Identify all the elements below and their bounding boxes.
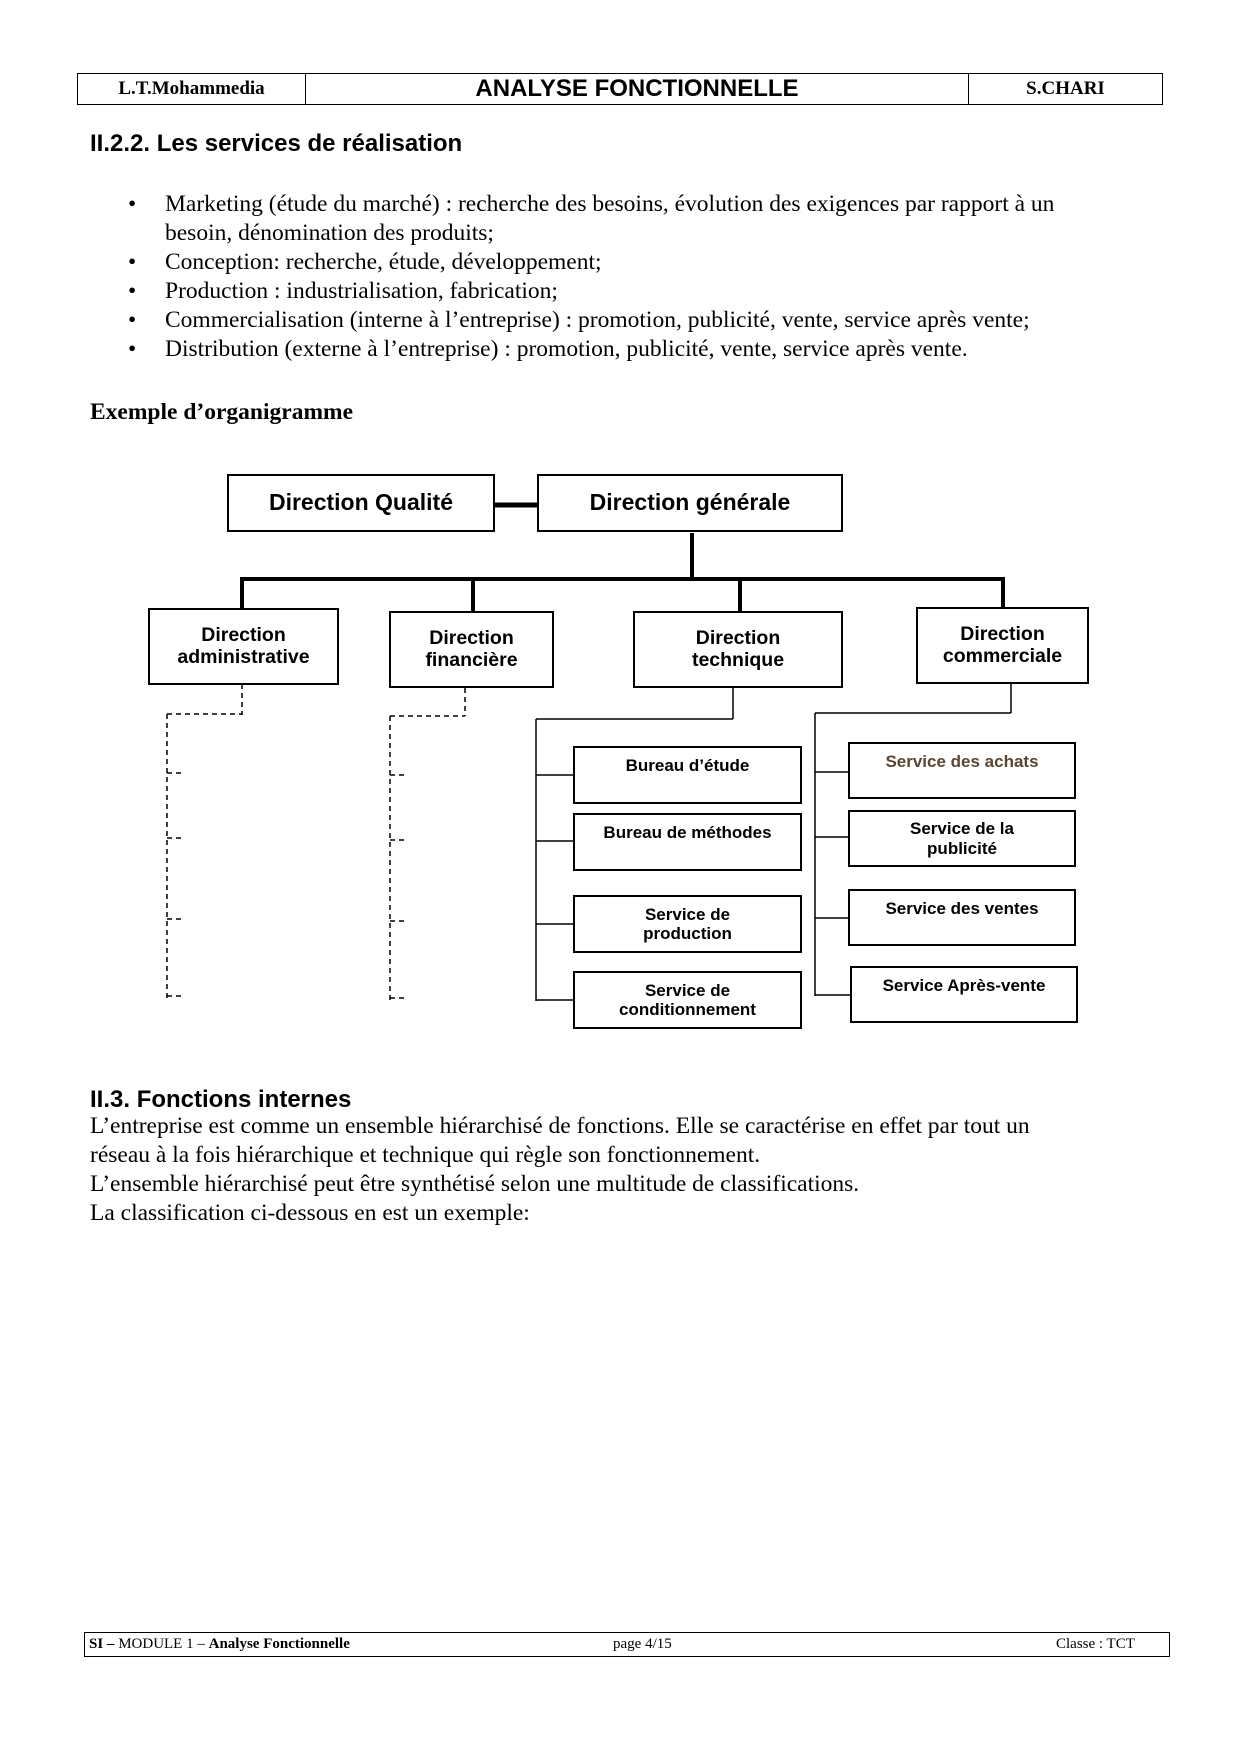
bullet-icon: • <box>128 307 137 333</box>
box-label: Direction <box>201 623 286 646</box>
footer-si: SI – <box>89 1636 115 1652</box>
list-item: • Marketing (étude du marché) : recherch… <box>90 190 1170 248</box>
list-item-text: Production : industrialisation, fabricat… <box>165 278 558 304</box>
list-item: • Distribution (externe à l’entreprise) … <box>90 335 1170 364</box>
dashed-branch-finance <box>389 688 466 1000</box>
list-item: • Production : industrialisation, fabric… <box>90 277 1170 306</box>
box-direction-generale: Direction générale <box>537 474 843 532</box>
box-label: Direction <box>960 622 1045 645</box>
footer-module-name: Analyse Fonctionnelle <box>208 1636 350 1652</box>
paragraph-line: réseau à la fois hiérarchique et techniq… <box>90 1142 761 1168</box>
box-label: commerciale <box>942 644 1063 667</box>
box-label: Direction Qualité <box>268 489 454 516</box>
bullet-icon: • <box>128 249 137 275</box>
box-service-apres-vente: Service Après-vente <box>850 966 1078 1023</box>
section-heading-realisation: II.2.2. Les services de réalisation <box>90 130 463 157</box>
paragraph-line: La classification ci-dessous en est un e… <box>90 1200 530 1226</box>
section-heading-fonctions: II.3. Fonctions internes <box>90 1086 352 1113</box>
box-direction-financiere: Direction financière <box>389 611 554 688</box>
list-item: • Commercialisation (interne à l’entrepr… <box>90 306 1170 335</box>
author-name: S.CHARI <box>1026 78 1105 99</box>
box-service-production: Service de production <box>573 895 802 953</box>
services-list: • Marketing (étude du marché) : recherch… <box>90 190 1170 364</box>
footer-module-label: MODULE 1 – <box>114 1636 209 1652</box>
bullet-icon: • <box>128 336 137 362</box>
box-label: Service de <box>644 980 731 1000</box>
dashed-branch-admin <box>166 684 243 998</box>
footer-module: SI – MODULE 1 – Analyse Fonctionnelle <box>89 1636 350 1653</box>
bullet-icon: • <box>128 278 137 304</box>
box-service-publicite: Service de la publicité <box>848 810 1076 867</box>
box-label: Service des achats <box>885 752 1039 771</box>
footer: SI – MODULE 1 – Analyse Fonctionnelle pa… <box>84 1632 1170 1657</box>
class-label: Classe : TCT <box>1056 1636 1135 1652</box>
box-label: Bureau de méthodes <box>603 823 772 842</box>
header-table: L.T.Mohammedia ANALYSE FONCTIONNELLE S.C… <box>77 73 1163 105</box>
list-item-text: besoin, dénomination des produits; <box>165 220 494 246</box>
box-label: Direction générale <box>589 489 791 516</box>
school-name: L.T.Mohammedia <box>78 74 306 104</box>
paragraph-line: L’ensemble hiérarchisé peut être synthét… <box>90 1171 860 1197</box>
box-direction-qualite: Direction Qualité <box>227 474 495 532</box>
page-number: page 4/15 <box>613 1636 672 1652</box>
box-direction-administrative: Direction administrative <box>148 608 339 685</box>
box-label: technique <box>691 648 785 671</box>
box-direction-commerciale: Direction commerciale <box>916 607 1089 684</box>
box-service-achats: Service des achats <box>848 742 1076 799</box>
box-bureau-methodes: Bureau de méthodes <box>573 813 802 871</box>
document-title: ANALYSE FONCTIONNELLE <box>306 74 969 104</box>
list-item-text: Commercialisation (interne à l’entrepris… <box>165 307 1030 333</box>
paragraph-line: L’entreprise est comme un ensemble hiéra… <box>90 1113 1030 1139</box>
box-service-ventes: Service des ventes <box>848 889 1076 946</box>
box-label: Service de la <box>910 819 1014 839</box>
list-item-text: Marketing (étude du marché) : recherche … <box>165 191 1055 217</box>
box-label: financière <box>425 648 518 671</box>
box-label: Direction <box>695 626 781 649</box>
box-label: publicité <box>927 838 997 858</box>
list-item-text: Conception: recherche, étude, développem… <box>165 249 602 275</box>
box-label: Direction <box>429 626 514 649</box>
box-label: administrative <box>177 645 310 668</box>
list-item: • Conception: recherche, étude, développ… <box>90 248 1170 277</box>
box-direction-technique: Direction technique <box>633 611 843 688</box>
box-label: Service de <box>644 904 731 924</box>
org-chart-title: Exemple d’organigramme <box>90 399 354 425</box>
box-label: Service des ventes <box>885 899 1039 918</box>
bullet-icon: • <box>128 191 137 217</box>
box-bureau-etude: Bureau d’étude <box>573 746 802 804</box>
fonctions-paragraph: L’entreprise est comme un ensemble hiéra… <box>90 1112 1170 1228</box>
box-label: Service Après-vente <box>882 976 1046 995</box>
box-label: production <box>643 924 732 943</box>
box-label: Bureau d’étude <box>625 756 750 775</box>
box-service-conditionnement: Service de conditionnement <box>573 971 802 1029</box>
list-item-text: Distribution (externe à l’entreprise) : … <box>165 336 968 362</box>
box-label: conditionnement <box>619 1000 756 1019</box>
